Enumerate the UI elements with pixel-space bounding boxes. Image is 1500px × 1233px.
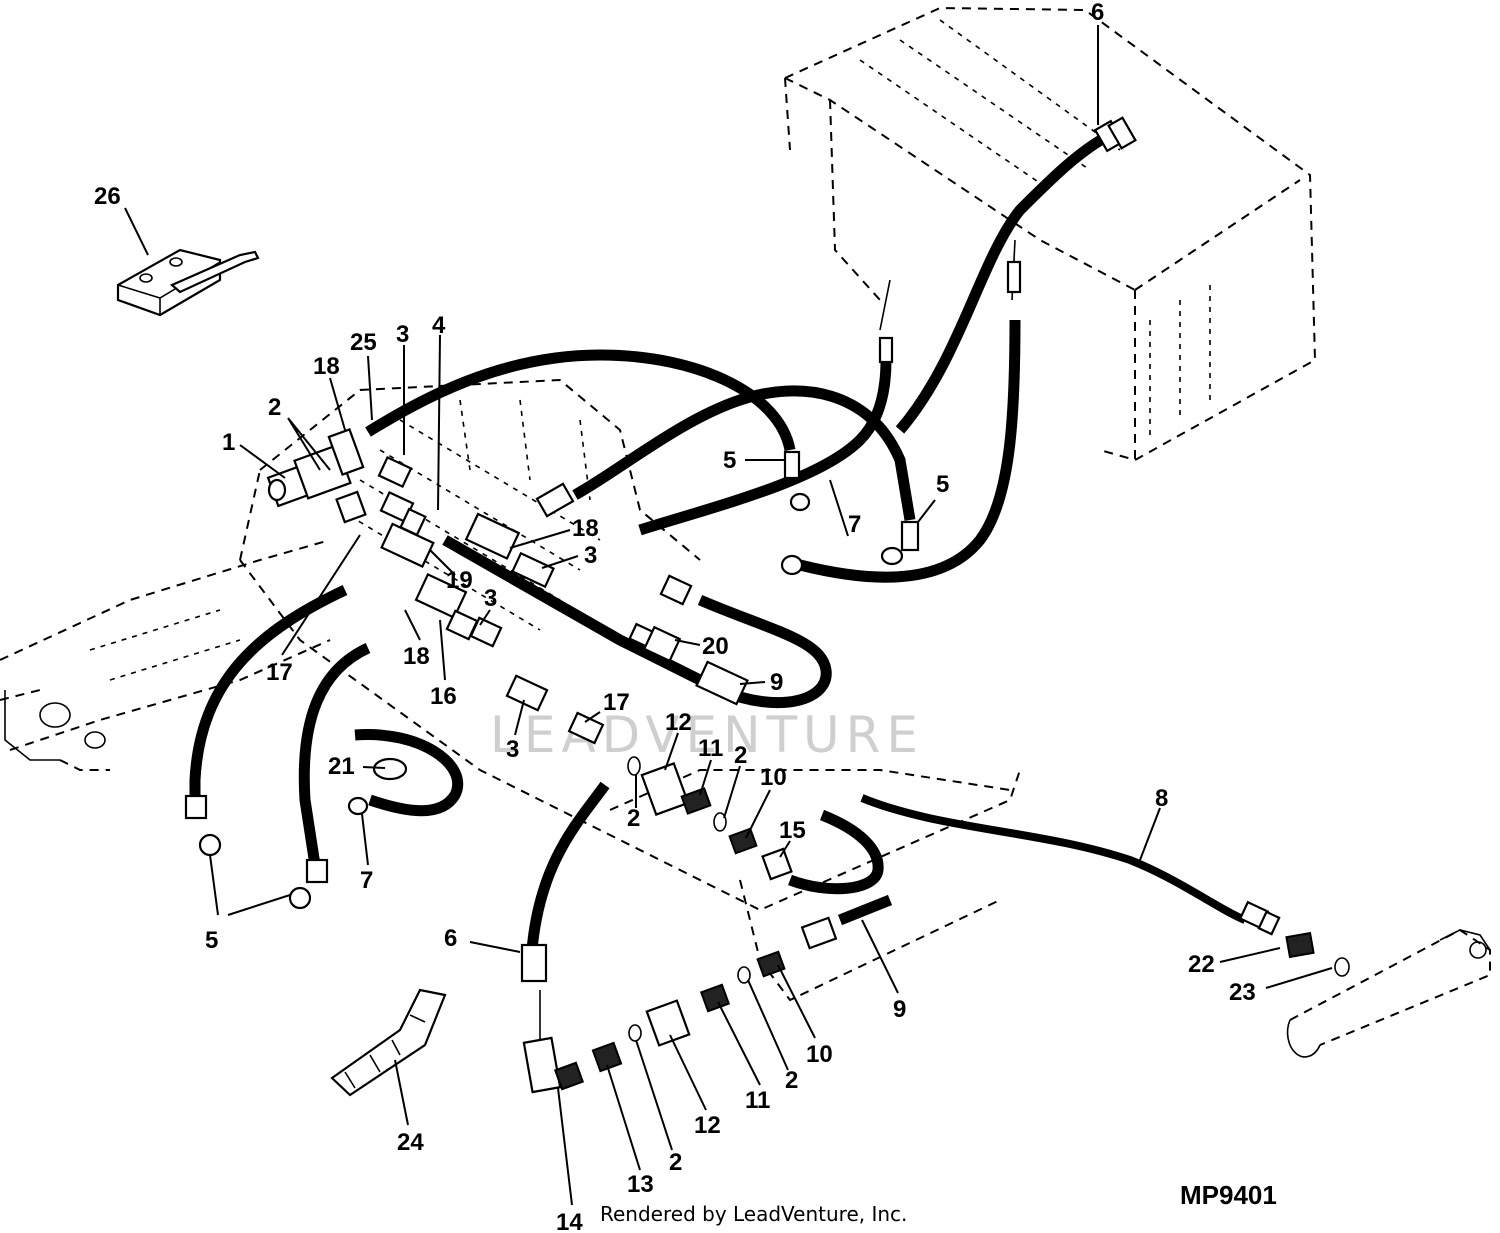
callout-17-mid: 17 (603, 689, 630, 716)
callout-2-lower-right: 2 (785, 1067, 798, 1094)
callout-3: 3 (396, 321, 409, 348)
frame-arm-outline (0, 539, 331, 771)
callout-6-bottom: 6 (444, 925, 457, 952)
callout-7-left: 7 (360, 867, 373, 894)
callout-4: 4 (432, 312, 446, 339)
callout-20: 20 (702, 633, 729, 660)
callout-26: 26 (94, 183, 121, 210)
callout-2-lower-left: 2 (669, 1149, 682, 1176)
sleeve-24 (330, 988, 447, 1097)
hose-long-top-loop (365, 349, 916, 521)
callout-21: 21 (328, 753, 355, 780)
callout-2: 2 (268, 394, 281, 421)
callout-6-top: 6 (1091, 0, 1104, 26)
callout-23: 23 (1229, 979, 1256, 1006)
callout-10-lower: 10 (806, 1041, 833, 1068)
callout-18: 18 (313, 353, 340, 380)
hose-15-u (788, 809, 884, 895)
callout-18-lower: 18 (403, 643, 430, 670)
callout-5-right: 5 (936, 471, 949, 498)
callout-12-upper: 12 (665, 709, 692, 736)
hose-21-loop (354, 729, 463, 817)
watermark: LEADVENTURE (490, 706, 924, 764)
callout-24: 24 (397, 1129, 424, 1156)
callout-3-bottom: 3 (506, 736, 519, 763)
callout-25: 25 (350, 329, 377, 356)
callout-10-upper: 10 (760, 764, 787, 791)
callout-15: 15 (779, 817, 806, 844)
fitting-22-23 (1285, 931, 1350, 977)
valve-fittings-cluster (198, 428, 920, 910)
callout-7-right: 7 (848, 511, 861, 538)
render-credit: Rendered by LeadVenture, Inc. (600, 1202, 908, 1226)
hose-5-left (184, 585, 348, 820)
hose-6-top (895, 116, 1137, 434)
callout-18-mid: 18 (572, 515, 599, 542)
hose-6-bottom (520, 781, 610, 983)
callout-2-upper-right: 2 (734, 742, 747, 769)
callout-17-left: 17 (266, 659, 293, 686)
fitting-train-upper (627, 756, 793, 881)
cylinder-outline (1286, 928, 1491, 1058)
callout-9-upper: 9 (770, 669, 783, 696)
callout-8: 8 (1155, 785, 1168, 812)
callout-16: 16 (430, 683, 457, 710)
hose-8 (860, 794, 1281, 936)
callout-13: 13 (627, 1171, 654, 1198)
hose-9-bottom (800, 894, 893, 950)
callout-1: 1 (222, 429, 235, 456)
callout-5-left: 5 (205, 927, 218, 954)
callout-numbers: 26 6 25 3 4 18 2 1 5 5 7 18 3 19 3 20 9 … (94, 0, 1256, 1233)
callout-22: 22 (1188, 951, 1215, 978)
hose-5-left-b (298, 643, 371, 884)
figure-code: MP9401 (1180, 1180, 1277, 1210)
callout-11-upper: 11 (698, 735, 723, 762)
callout-12-lower: 12 (694, 1112, 721, 1139)
callout-14: 14 (556, 1209, 583, 1233)
callout-3-lower: 3 (484, 585, 497, 612)
callout-2-upper-left: 2 (627, 805, 640, 832)
tank-outline (784, 6, 1317, 462)
bracket-26 (116, 248, 260, 317)
fitting-train-lower (522, 950, 786, 1094)
leader-lines (124, 25, 1333, 1206)
callout-9-lower: 9 (893, 996, 906, 1023)
callout-5-upper: 5 (723, 447, 736, 474)
callout-19: 19 (446, 567, 473, 594)
callout-3-mid: 3 (584, 542, 597, 569)
hose-9-loop (442, 535, 832, 709)
callout-11-lower: 11 (745, 1087, 770, 1114)
hose-7-right (638, 239, 1022, 583)
